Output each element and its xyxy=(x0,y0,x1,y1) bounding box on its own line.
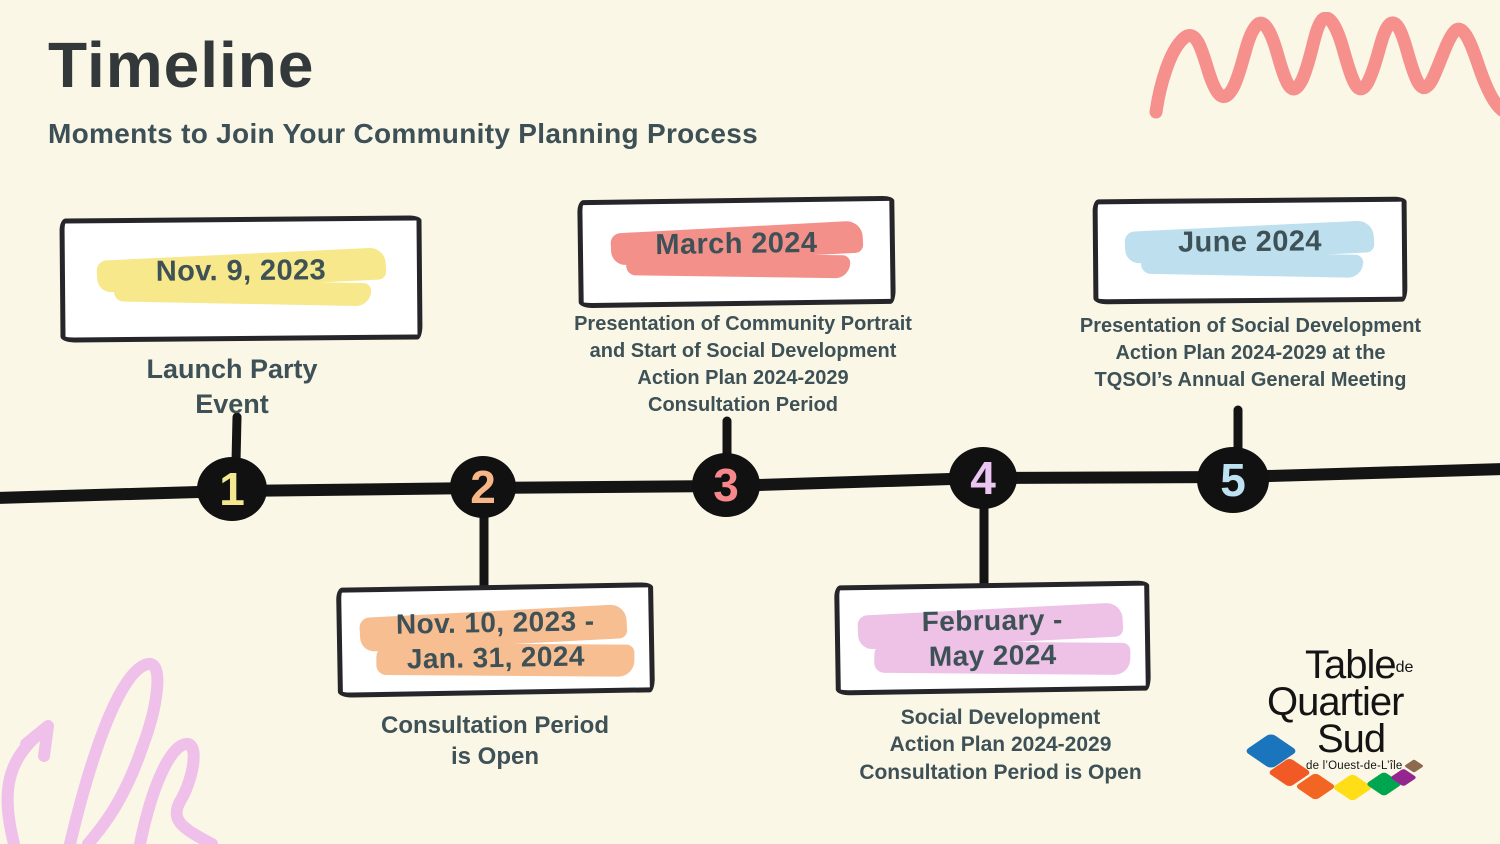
milestone-5-date: June 2024 xyxy=(1177,225,1322,259)
milestone-5-description: Presentation of Social Development Actio… xyxy=(1079,315,1422,391)
node-number-4: 4 xyxy=(970,452,996,504)
timeline-stem-1 xyxy=(231,412,242,467)
milestone-1-date: Nov. 9, 2023 xyxy=(155,253,327,288)
milestone-3-date: March 2024 xyxy=(655,226,818,261)
milestone-5-date-box: June 2024 xyxy=(1092,196,1408,305)
logo-word-table: Tablede xyxy=(1305,643,1414,687)
page-subtitle: Moments to Join Your Community Planning … xyxy=(48,118,759,149)
node-number-5: 5 xyxy=(1220,454,1246,506)
milestone-3-description: Presentation of Community Portrait and S… xyxy=(574,313,912,416)
timeline-node-2 xyxy=(450,456,516,518)
logo-word-sud: Sud xyxy=(1317,717,1386,761)
timeline-node-4 xyxy=(949,447,1017,509)
tqsoi-logo: Tablede Quartier Sud de l’Ouest-de-L’île xyxy=(1244,643,1463,823)
logo-diamond-icon xyxy=(1331,773,1374,802)
logo-word-quartier: Quartier xyxy=(1267,680,1404,724)
milestone-1-description: Launch Party Event xyxy=(146,354,318,420)
milestone-2-date: Nov. 10, 2023 - Jan. 31, 2024 xyxy=(395,605,595,675)
milestone-4-description: Social Development Action Plan 2024-2029… xyxy=(859,706,1142,784)
logo-tagline: de l’Ouest-de-L’île xyxy=(1306,760,1403,772)
page-title: Timeline xyxy=(48,29,315,101)
timeline-node-5 xyxy=(1197,447,1269,513)
milestone-4-date: February - May 2024 xyxy=(921,603,1063,672)
node-number-1: 1 xyxy=(219,463,245,515)
milestone-2-description: Consultation Period is Open xyxy=(381,712,609,771)
node-number-2: 2 xyxy=(470,461,496,513)
milestone-4-date-box: February - May 2024 xyxy=(834,580,1151,696)
milestone-2-date-box: Nov. 10, 2023 - Jan. 31, 2024 xyxy=(336,582,655,698)
logo-word-de: de xyxy=(1395,659,1414,676)
node-number-3: 3 xyxy=(713,459,739,511)
milestone-3-date-box: March 2024 xyxy=(577,195,896,309)
timeline-node-1 xyxy=(197,457,267,521)
milestone-1-date-box: Nov. 9, 2023 xyxy=(59,215,423,343)
timeline-node-3 xyxy=(692,453,760,517)
